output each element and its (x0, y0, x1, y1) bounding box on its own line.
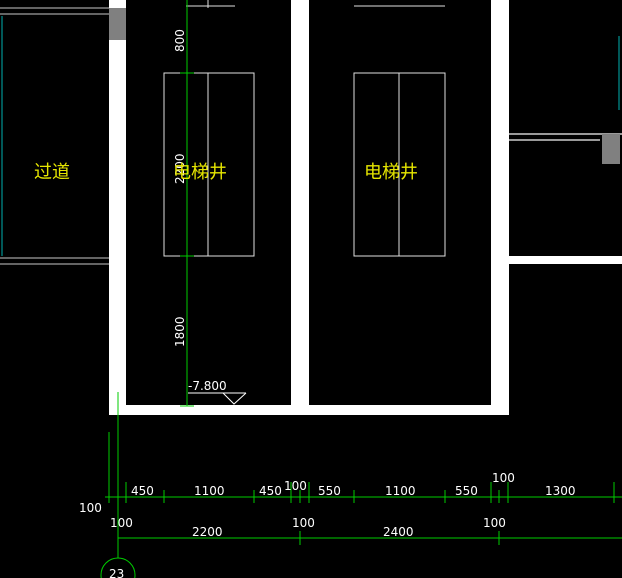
dim-row2-a3: 100 (292, 516, 315, 530)
level-triangle (188, 392, 247, 405)
wall-right (491, 0, 509, 415)
column-stub-left (109, 8, 126, 40)
dim-row1-d6: 1100 (385, 484, 416, 498)
dim-row1-lines (105, 482, 622, 503)
vertical-dimension (180, 0, 194, 407)
axis-bubble-label: 23 (109, 567, 124, 578)
dim-row1-d9: 1300 (545, 484, 576, 498)
corridor-outline (0, 7, 109, 265)
dim-row2-a5: 100 (483, 516, 506, 530)
axis-line (108, 392, 119, 558)
label-shaft-right: 电梯井 (364, 162, 418, 183)
wall-left (109, 0, 126, 415)
dim-v-middle: 2200 (173, 153, 187, 184)
dim-v-top: 800 (173, 29, 187, 52)
walls (109, 0, 622, 415)
dim-row1-d7: 550 (455, 484, 478, 498)
axis-bubble (100, 557, 136, 578)
dim-row1-d1: 450 (131, 484, 154, 498)
dim-row1-left-offset: 100 (79, 501, 102, 515)
dim-row2-a1: 100 (110, 516, 133, 530)
wall-middle (291, 0, 309, 406)
dim-row1-d5: 550 (318, 484, 341, 498)
wall-bottom (109, 405, 509, 415)
elevator-car-right (353, 5, 446, 257)
level-mark: -7.800 (188, 379, 227, 393)
dim-row2-lines (117, 531, 622, 545)
column-stub-right (602, 134, 620, 164)
wall-right-ledge (509, 256, 622, 264)
dim-row1-d4: 100 (284, 479, 307, 493)
dim-row2-a4: 2400 (383, 525, 414, 539)
dim-v-bottom: 1800 (173, 316, 187, 347)
dim-row2-a2: 2200 (192, 525, 223, 539)
dim-row1-d8: 100 (492, 471, 515, 485)
label-shaft-left: 电梯井 (173, 162, 227, 183)
elevator-car-left (163, 0, 255, 257)
dim-row1-d3: 450 (259, 484, 282, 498)
dim-row1-d2: 1100 (194, 484, 225, 498)
label-corridor: 过道 (34, 162, 70, 183)
